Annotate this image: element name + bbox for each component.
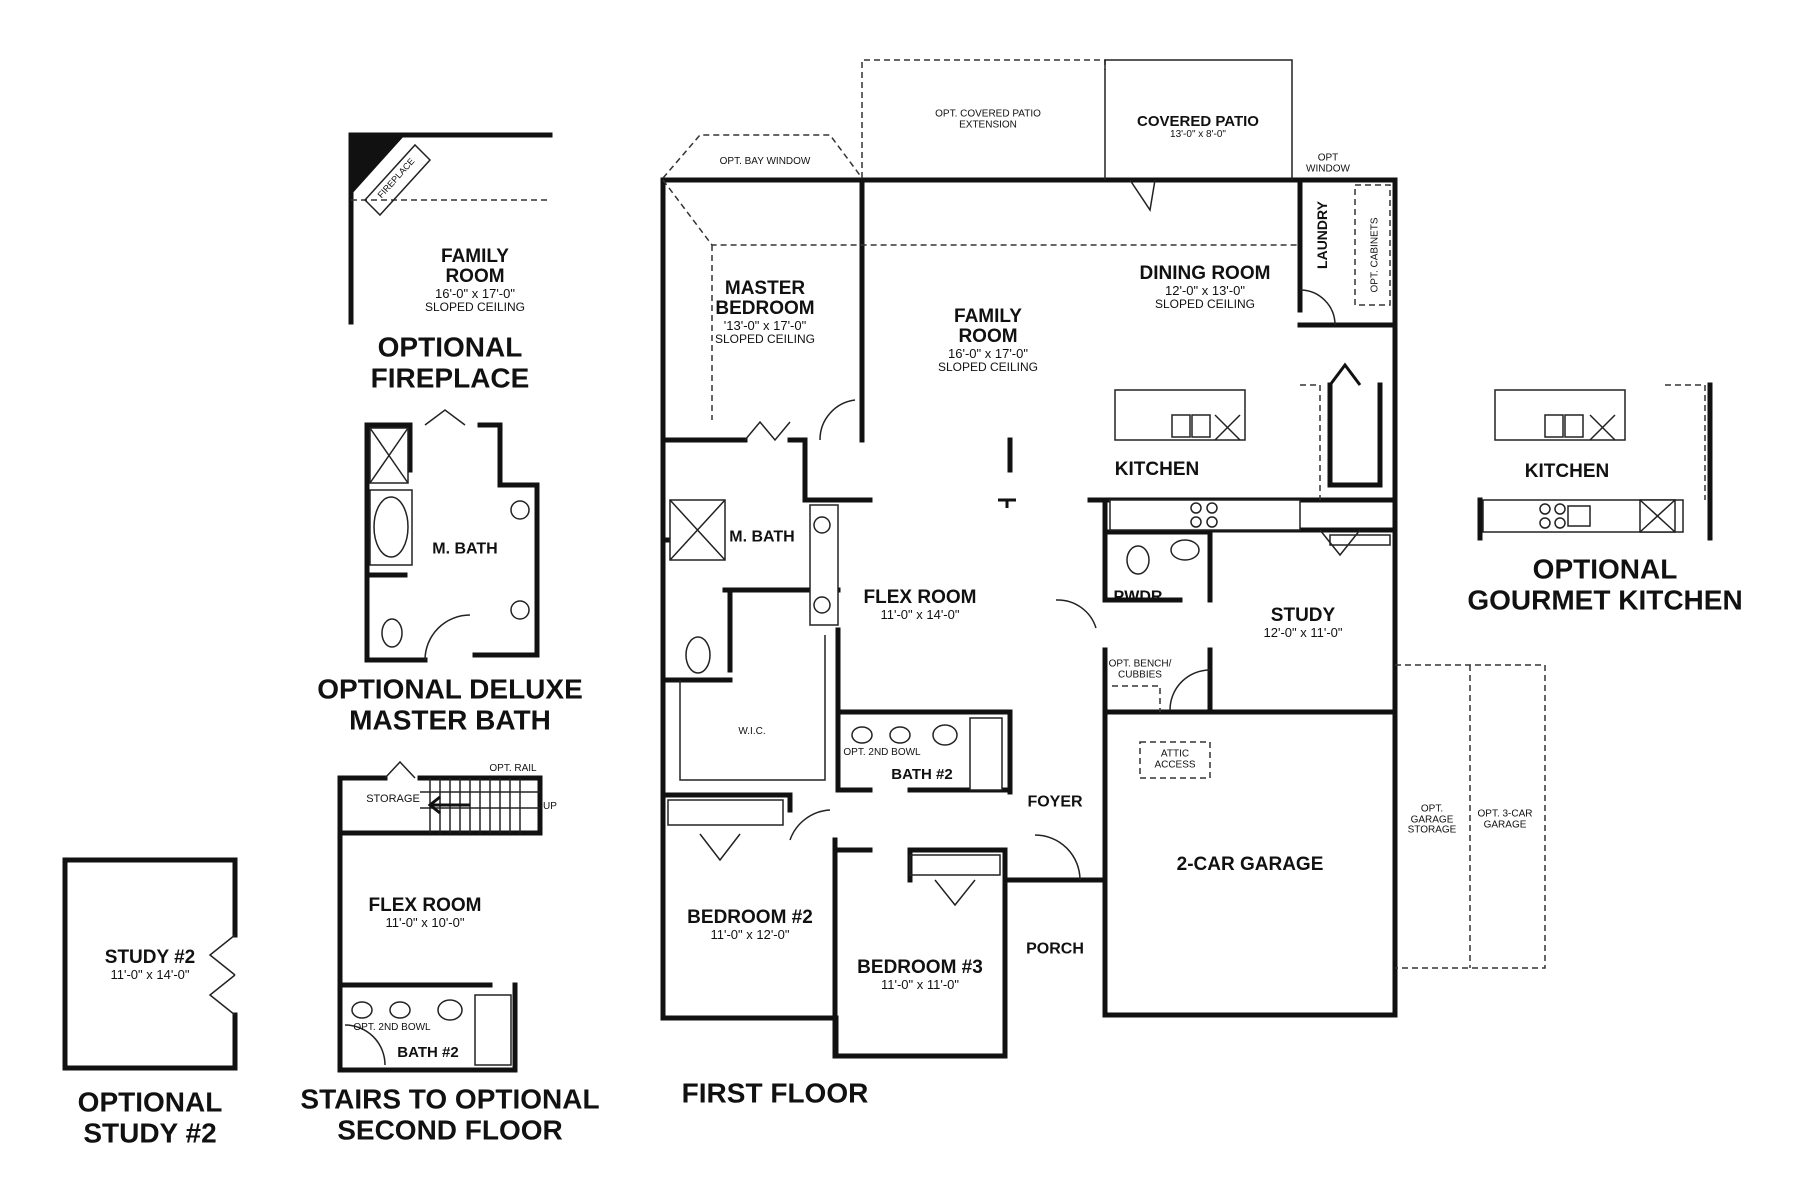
opt-master-bath-drawing	[364, 409, 540, 663]
opt-rail-label: OPT. RAIL	[489, 762, 537, 774]
first-floor-option-lines	[662, 59, 1546, 969]
bedroom2-label: BEDROOM #2 11'-0" x 12'-0"	[687, 907, 813, 943]
opt-bay-window-label: OPT. BAY WINDOW	[719, 155, 811, 167]
first-floor-fixtures	[667, 179, 1391, 907]
opt-stairs-flex-room-label: FLEX ROOM 11'-0" x 10'-0"	[368, 895, 482, 931]
opt-stairs-caption: STAIRS TO OPTIONAL SECOND FLOOR	[300, 1083, 600, 1146]
covered-patio-label: COVERED PATIO 13'-0" x 8'-0"	[1137, 112, 1259, 140]
foyer-label: FOYER	[1027, 793, 1083, 811]
garage-label: 2-CAR GARAGE	[1176, 854, 1324, 876]
master-bedroom-label: MASTER BEDROOM '13'-0" x 17'-0" SLOPED C…	[714, 277, 816, 346]
opt-window-label: OPT WINDOW	[1306, 152, 1350, 174]
laundry-label: LAUNDRY	[1314, 201, 1330, 269]
porch-label: PORCH	[1026, 940, 1084, 958]
opt-study2-drawing	[62, 857, 238, 1071]
study-label: STUDY 12'-0" x 11'-0"	[1263, 605, 1343, 641]
bedroom3-label: BEDROOM #3 11'-0" x 11'-0"	[857, 957, 983, 993]
opt-fireplace-caption: OPTIONAL FIREPLACE	[370, 331, 530, 394]
family-room-label: FAMILY ROOM 16'-0" x 17'-0" SLOPED CEILI…	[937, 305, 1039, 374]
opt-2nd-bowl-label: OPT. 2ND BOWL	[843, 746, 921, 758]
opt-fireplace-family-room-label: FAMILY ROOM 16'-0" x 17'-0" SLOPED CEILI…	[424, 245, 526, 314]
opt-stairs-2nd-bowl-label: OPT. 2ND BOWL	[353, 1021, 431, 1033]
opt-master-bath-label: M. BATH	[432, 540, 498, 558]
opt-covered-patio-ext-label: OPT. COVERED PATIO EXTENSION	[935, 108, 1041, 130]
opt-fireplace-drawing	[348, 132, 553, 325]
stairs-up-label: UP	[543, 800, 557, 812]
master-bath-label: M. BATH	[729, 528, 795, 546]
opt-3car-garage-label: OPT. 3-CAR GARAGE	[1477, 808, 1533, 830]
flex-room-label: FLEX ROOM 11'-0" x 14'-0"	[863, 587, 977, 623]
opt-study2-caption: OPTIONAL STUDY #2	[77, 1086, 223, 1149]
first-floor-caption: FIRST FLOOR	[682, 1077, 869, 1108]
opt-cabinets-label: OPT. CABINETS	[1369, 217, 1381, 293]
storage-label: STORAGE	[366, 793, 420, 806]
opt-study2-label: STUDY #2 11'-0" x 14'-0"	[104, 947, 196, 983]
wic-label: W.I.C.	[738, 725, 766, 737]
first-floor-caption-text: FIRST FLOOR	[681, 1077, 869, 1109]
bath2-label: BATH #2	[891, 766, 953, 784]
opt-master-bath-caption: OPTIONAL DELUXE MASTER BATH	[317, 673, 583, 736]
opt-kitchen-label: KITCHEN	[1524, 461, 1610, 483]
opt-stairs-bath2-label: BATH #2	[397, 1044, 459, 1062]
attic-access-label: ATTIC ACCESS	[1154, 748, 1196, 770]
opt-bench-label: OPT. BENCH/ CUBBIES	[1108, 658, 1172, 680]
opt-garage-storage-label: OPT. GARAGE STORAGE	[1407, 803, 1457, 836]
kitchen-label: KITCHEN	[1114, 459, 1200, 481]
opt-kitchen-drawing	[1477, 382, 1713, 541]
opt-kitchen-caption: OPTIONAL GOURMET KITCHEN	[1467, 553, 1743, 616]
dining-room-label: DINING ROOM 12'-0" x 13'-0" SLOPED CEILI…	[1139, 262, 1271, 311]
opt-stairs-drawing	[337, 760, 543, 1073]
powder-room-label: PWDR	[1113, 588, 1163, 606]
